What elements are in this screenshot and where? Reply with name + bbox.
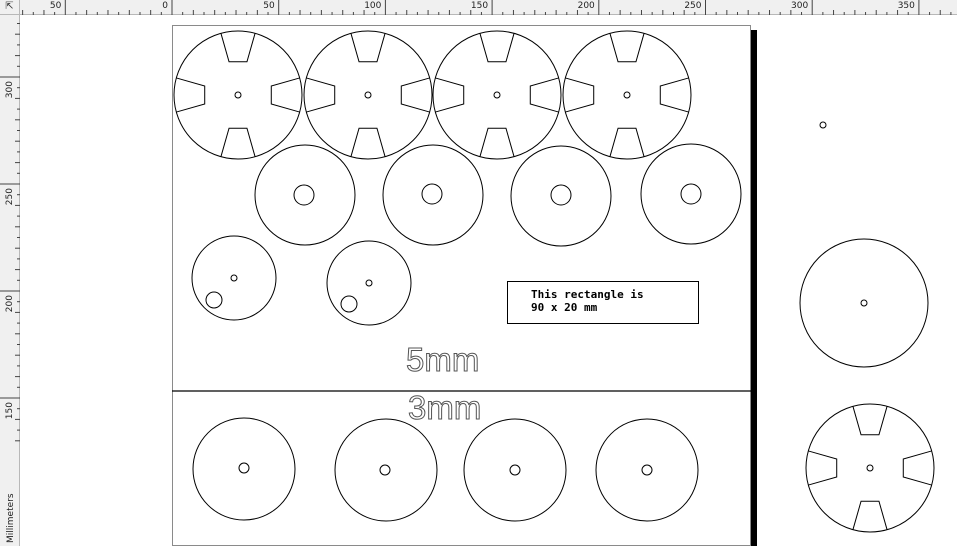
spoked-wheel[interactable] — [432, 30, 562, 160]
large-disc[interactable] — [799, 238, 929, 368]
hub-disc-3mm[interactable] — [595, 418, 699, 522]
note-rectangle[interactable]: This rectangle is 90 x 20 mm — [507, 281, 699, 324]
thick-vertical-bar[interactable] — [751, 30, 757, 546]
horizontal-ruler-scale: 50 0 50 100 150 200 250 300 350 — [22, 0, 952, 15]
spoke-notch — [350, 33, 386, 63]
ruler-tick-label: 150 — [5, 402, 15, 419]
ruler-tick-label: 200 — [578, 1, 595, 11]
spoke-notch — [350, 127, 386, 157]
hub-disc[interactable] — [254, 144, 356, 246]
ruler-unit-label: Millimeters — [6, 493, 16, 543]
hub-disc-3mm[interactable] — [334, 418, 438, 522]
ruler-tick-label: 300 — [791, 1, 808, 11]
spoke-notch — [529, 77, 559, 113]
hub-disc[interactable] — [510, 145, 612, 247]
spoke-notch — [270, 77, 300, 113]
spoke-notch — [609, 33, 645, 63]
drawing-area[interactable]: This rectangle is 90 x 20 mm 5mm 3mm — [20, 15, 957, 546]
spoke-notch — [808, 450, 838, 486]
spoke-notch — [609, 127, 645, 157]
ruler-tick-label: 350 — [898, 1, 915, 11]
offset-hole-disc[interactable] — [326, 240, 412, 326]
ruler-tick-label: 0 — [162, 1, 168, 11]
drawing-canvas[interactable]: This rectangle is 90 x 20 mm 5mm 3mm — [20, 15, 957, 546]
page-border — [172, 25, 751, 546]
hub-disc-3mm[interactable] — [192, 417, 296, 521]
label-3mm[interactable]: 3mm — [408, 389, 482, 427]
horizontal-ruler[interactable]: 50 0 50 100 150 200 250 300 350 — [20, 0, 957, 15]
vertical-ruler[interactable]: Millimeters 300 250 200 150 — [0, 15, 20, 546]
ruler-tick-label: 50 — [263, 1, 275, 11]
spoke-notch — [435, 77, 465, 113]
vertical-ruler-scale: Millimeters 300 250 200 150 — [0, 23, 20, 543]
spoke-notch — [220, 127, 256, 157]
spoke-notch — [220, 33, 256, 63]
hub-disc-3mm[interactable] — [463, 418, 567, 522]
spoke-notch — [479, 33, 515, 63]
note-text-line2: 90 x 20 mm — [531, 301, 598, 314]
ruler-tick-label: 250 — [684, 1, 701, 11]
spoke-notch — [852, 406, 888, 436]
ruler-tick-label: 200 — [5, 295, 15, 312]
spoke-notch — [400, 77, 430, 113]
ruler-tick-label: 100 — [364, 1, 381, 11]
spoke-notch — [852, 500, 888, 530]
ruler-tick-label: 250 — [5, 188, 15, 205]
spoked-wheel[interactable] — [562, 30, 692, 160]
hub-disc[interactable] — [382, 144, 484, 246]
spoke-notch — [565, 77, 595, 113]
small-dot-circle[interactable] — [819, 121, 827, 129]
ruler-tick-label: 50 — [50, 1, 62, 11]
spoke-notch — [659, 77, 689, 113]
spoked-wheel[interactable] — [805, 403, 935, 533]
spoked-wheel[interactable] — [173, 30, 303, 160]
spoke-notch — [479, 127, 515, 157]
spoke-notch — [176, 77, 206, 113]
ruler-tick-label: 150 — [471, 1, 488, 11]
spoke-notch — [306, 77, 336, 113]
offset-hole-disc[interactable] — [191, 235, 277, 321]
hub-disc[interactable] — [640, 143, 742, 245]
crosshair-arrows-icon: ⇱ — [5, 1, 14, 12]
ruler-origin-corner[interactable]: ⇱ — [0, 0, 20, 15]
label-5mm[interactable]: 5mm — [406, 341, 480, 379]
note-text-line1: This rectangle is — [531, 288, 644, 301]
ruler-tick-label: 300 — [5, 81, 15, 98]
spoked-wheel[interactable] — [303, 30, 433, 160]
spoke-notch — [902, 450, 932, 486]
